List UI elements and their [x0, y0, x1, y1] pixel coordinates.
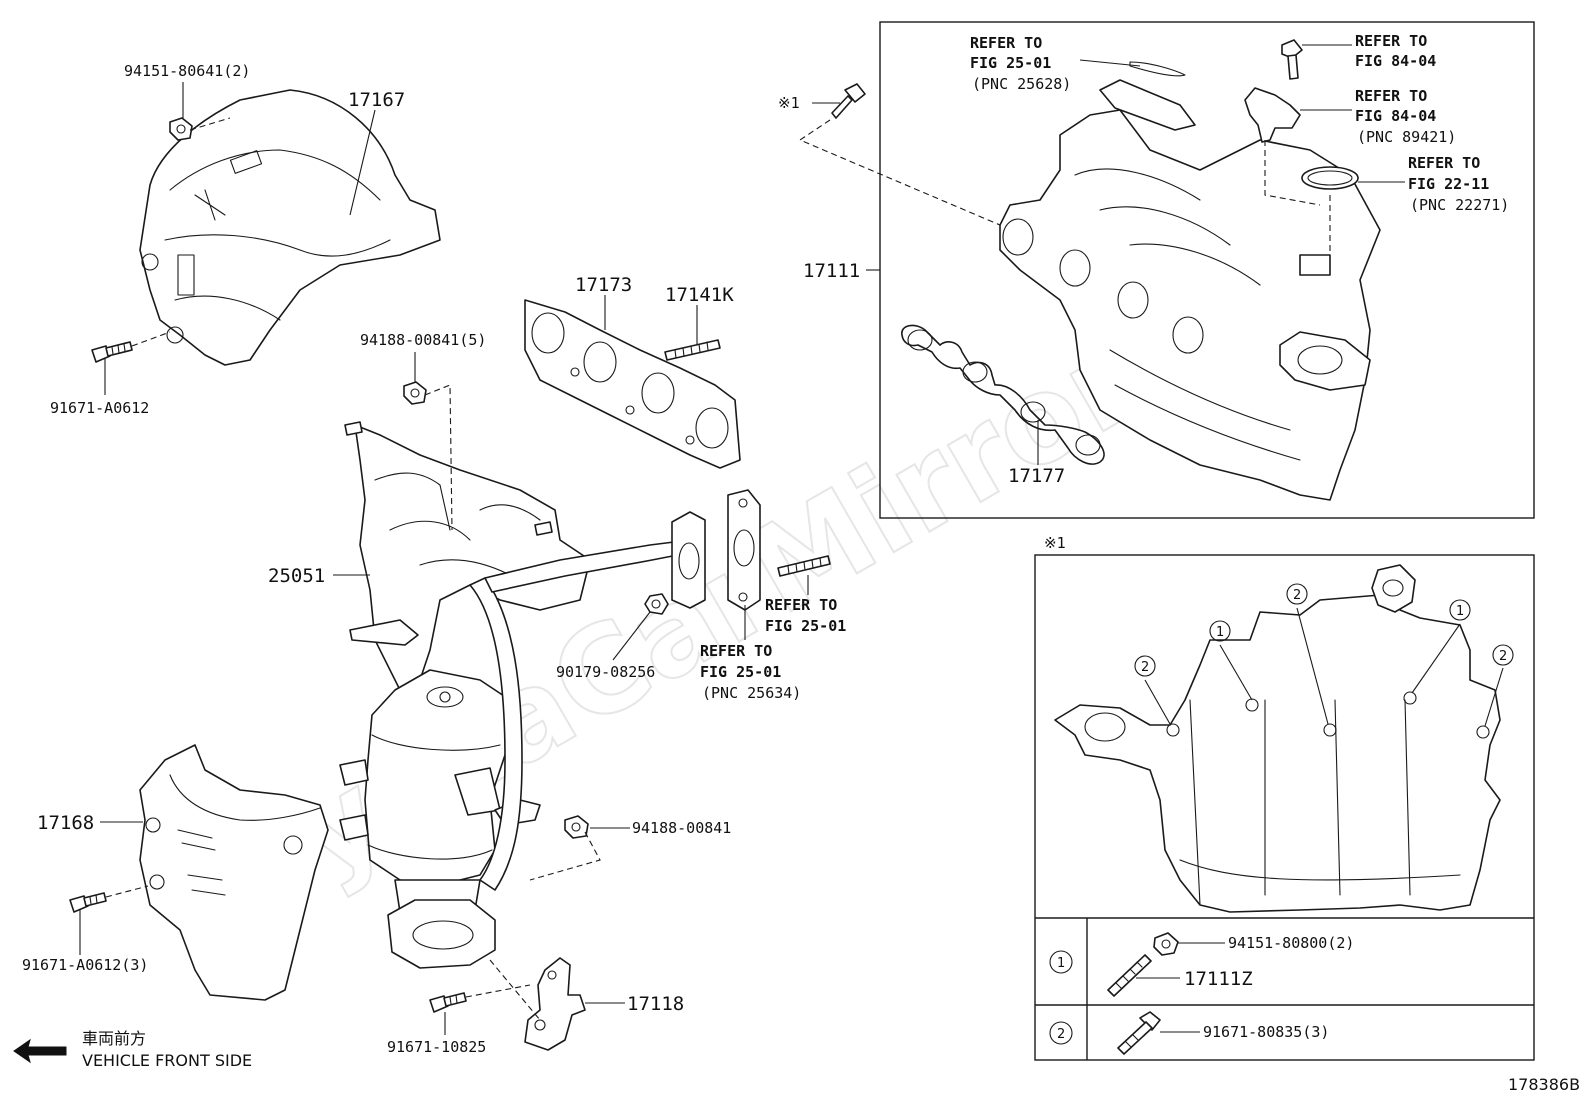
label-17118: 17118 [627, 993, 684, 1015]
marker-1a-text: 1 [1216, 625, 1224, 640]
refer-note-25-01-stud: REFER TO FIG 25-01 [765, 596, 846, 635]
label-94151-80641: 94151-80641(2) [124, 62, 250, 80]
refer-25628-line1: REFER TO [970, 34, 1042, 52]
nut-94188-00841-upper[interactable] [403, 381, 427, 405]
refer-89421-line3: (PNC 89421) [1357, 128, 1456, 146]
stud-17141K[interactable] [664, 339, 721, 361]
nut-90179-08256[interactable] [644, 593, 669, 615]
label-17173: 17173 [575, 274, 632, 296]
refer-25634-line1: REFER TO [700, 642, 772, 660]
bolt-refer-84-04[interactable] [1281, 39, 1303, 80]
front-arrow-icon [13, 1038, 67, 1064]
refer-note-84-04-bolt: REFER TO FIG 84-04 [1355, 32, 1436, 70]
marker-circle-2c [1492, 644, 1514, 666]
label-91671-A0612-3: 91671-A0612(3) [22, 956, 148, 974]
marker-circle-2b [1134, 655, 1156, 677]
label-94188-00841-5: 94188-00841(5) [360, 331, 486, 349]
intake-manifold-17111[interactable] [999, 79, 1381, 501]
refer-22271-line1: REFER TO [1408, 154, 1480, 172]
marker-2a-text: 2 [1293, 588, 1301, 603]
marker-1b-text: 1 [1456, 604, 1464, 619]
refer-25-01b-line1: REFER TO [765, 596, 837, 614]
refer-84-04a-line2: FIG 84-04 [1355, 52, 1436, 70]
label-17168: 17168 [37, 812, 94, 834]
label-91671-10825: 91671-10825 [387, 1038, 486, 1056]
heat-insulator-lower[interactable] [139, 744, 329, 1001]
bolt-marked-1[interactable] [831, 83, 866, 119]
label-17111Z: 17111Z [1184, 968, 1253, 990]
front-side-jp: 車両前方 [82, 1029, 146, 1048]
legend-1-text: 1 [1057, 956, 1065, 971]
intake-manifold-detail[interactable] [1054, 564, 1501, 913]
sensor-89421[interactable] [1244, 87, 1301, 143]
refer-note-89421: REFER TO FIG 84-04 (PNC 89421) [1355, 87, 1456, 146]
marker-circle-1b [1449, 599, 1471, 621]
label-25051: 25051 [268, 565, 325, 587]
marker-group: 1 2 1 2 2 1 2 [1049, 583, 1514, 1045]
refer-note-25628: REFER TO FIG 25-01 (PNC 25628) [970, 34, 1071, 93]
label-91671-A0612: 91671-A0612 [50, 399, 149, 417]
refer-22271-line2: FIG 22-11 [1408, 175, 1489, 193]
refer-25-01b-line2: FIG 25-01 [765, 617, 846, 635]
refer-89421-line2: FIG 84-04 [1355, 107, 1436, 125]
o-ring-22271[interactable] [1301, 166, 1359, 190]
intake-gasket-17177[interactable] [901, 324, 1105, 465]
gasket-refer-25628[interactable] [1129, 61, 1186, 77]
detail-frame [1034, 554, 1535, 1061]
bolt-91671-A0612-lower[interactable] [69, 892, 107, 913]
refer-89421-line1: REFER TO [1355, 87, 1427, 105]
refer-25634-line3: (PNC 25634) [702, 684, 801, 702]
nut-94151-80641[interactable] [169, 117, 193, 141]
flange-gasket-round[interactable] [671, 511, 706, 609]
refer-22271-line3: (PNC 22271) [1410, 196, 1509, 214]
nut-94188-00841-lower[interactable] [564, 815, 589, 839]
bracket-17118[interactable] [524, 957, 586, 1051]
refer-note-22271: REFER TO FIG 22-11 (PNC 22271) [1408, 154, 1509, 214]
leader-lines [79, 44, 1405, 1035]
label-17111: 17111 [803, 260, 860, 282]
label-17167: 17167 [348, 89, 405, 111]
bolt-91671-A0612[interactable] [91, 341, 133, 363]
stud-refer-fig-25-01[interactable] [777, 555, 831, 577]
front-side-indicator: 車両前方 VEHICLE FRONT SIDE [13, 1029, 252, 1070]
stud-17111Z[interactable] [1107, 954, 1152, 997]
legend-circle-2 [1049, 1021, 1073, 1045]
label-94188-00841: 94188-00841 [632, 819, 731, 837]
refer-25634-line2: FIG 25-01 [700, 663, 781, 681]
figure-id: 178386B [1508, 1075, 1580, 1094]
marker-2c-text: 2 [1499, 649, 1507, 664]
marker-2b-text: 2 [1141, 660, 1149, 675]
note-mark-detail: ※1 [1044, 534, 1066, 552]
bolt-91671-80835[interactable] [1117, 1011, 1161, 1055]
label-90179-08256: 90179-08256 [556, 663, 655, 681]
note-mark-bolt: ※1 [778, 94, 800, 112]
label-94151-80800: 94151-80800(2) [1228, 934, 1354, 952]
refer-25628-line2: FIG 25-01 [970, 54, 1051, 72]
marker-circle-2a [1286, 583, 1308, 605]
front-side-en: VEHICLE FRONT SIDE [82, 1051, 252, 1070]
label-17141K: 17141K [665, 284, 734, 306]
label-91671-80835: 91671-80835(3) [1203, 1023, 1329, 1041]
flange-gasket-refer[interactable] [727, 489, 761, 611]
refer-84-04a-line1: REFER TO [1355, 32, 1427, 50]
exhaust-manifold-gasket[interactable] [524, 299, 741, 469]
nut-94151-80800[interactable] [1153, 932, 1179, 956]
exhaust-manifold-converter[interactable] [339, 421, 694, 969]
marker-circle-1a [1209, 620, 1231, 642]
refer-note-25634: REFER TO FIG 25-01 (PNC 25634) [700, 642, 801, 702]
label-17177: 17177 [1008, 465, 1065, 487]
bolt-91671-10825[interactable] [429, 992, 467, 1013]
legend-circle-1 [1049, 950, 1073, 974]
refer-25628-line3: (PNC 25628) [972, 75, 1071, 93]
legend-2-text: 2 [1057, 1027, 1065, 1042]
